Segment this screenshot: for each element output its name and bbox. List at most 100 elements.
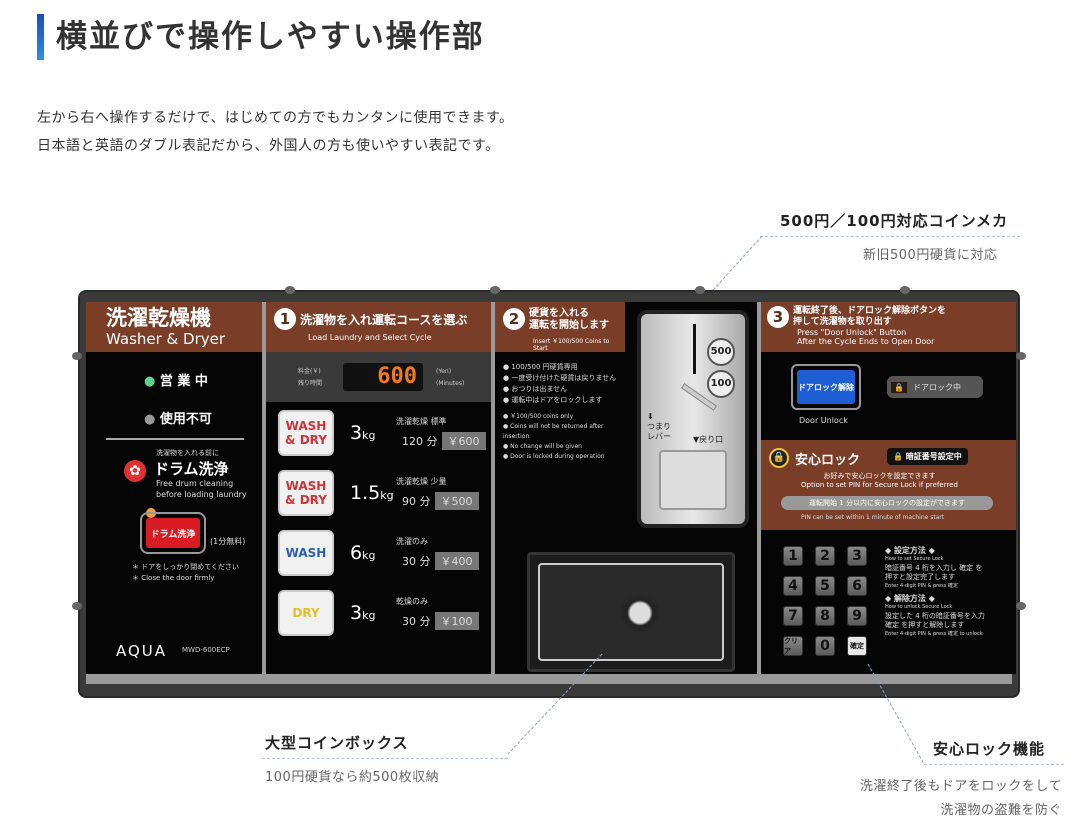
intro-text: 左から右へ操作するだけで、はじめての方でもカンタンに使用できます。 日本語と英語… — [37, 104, 514, 160]
keypad-key[interactable]: クリア — [783, 636, 803, 656]
coin-box-callout-sub: 100円硬貨なら約500枚収納 — [265, 770, 440, 785]
aqua-logo: AQUA — [116, 642, 168, 660]
brand-title-en: Washer & Dryer — [106, 330, 226, 348]
secure-lock-icon: 🔒 — [769, 448, 789, 468]
keypad-key[interactable]: 9 — [847, 606, 867, 626]
display-area: 料金(￥)残り時間 600 (Yen)(Minutes) — [266, 352, 491, 402]
callout-divider — [924, 764, 1064, 765]
keypad-key[interactable]: 8 — [815, 606, 835, 626]
course-capacity: 3kg — [350, 602, 376, 624]
drum-pre-text: 洗濯物を入れる前に — [156, 449, 219, 457]
keypad-key[interactable]: 確定 — [847, 636, 867, 656]
intro-line-1: 左から右へ操作するだけで、はじめての方でもカンタンに使用できます。 — [37, 110, 514, 126]
step2-title-2: 運転を開始します — [529, 320, 609, 331]
coin-box — [527, 552, 735, 672]
callout-divider — [760, 236, 1020, 237]
return-label: ▼戻り口 — [693, 435, 724, 444]
keypad-key[interactable]: 4 — [783, 576, 803, 596]
course-name: 洗濯乾燥 標準 — [396, 417, 447, 426]
drum-title: ドラム洗浄 — [154, 460, 229, 478]
drum-cleaning-icon: ✿ — [124, 460, 146, 482]
drum-free-note: (1分無料) — [210, 537, 246, 546]
note-jp: ● 一度受け付けた硬貨は戻りません — [503, 374, 617, 382]
keypad-key[interactable]: 1 — [783, 546, 803, 566]
course-name: 洗濯乾燥 少量 — [396, 477, 447, 486]
green-dot-icon: ● — [144, 374, 160, 389]
coin-box-lock-icon[interactable] — [620, 593, 660, 633]
step3-number-icon: 3 — [767, 306, 789, 328]
course-price: ￥500 — [434, 492, 479, 510]
course-button[interactable]: WASH & DRY — [278, 410, 334, 456]
lock-icon: 🔒 — [891, 381, 907, 393]
keypad-key[interactable]: 5 — [815, 576, 835, 596]
secure-note-pill: 運転開始 1 分以内に安心ロックの設定ができます — [781, 496, 993, 510]
keypad-key[interactable]: 3 — [847, 546, 867, 566]
callout-leader-line — [507, 653, 603, 755]
note-en: ● ￥100/500 coins only — [503, 413, 574, 420]
secure-lock-callout-title: 安心ロック機能 — [933, 740, 1046, 758]
model-number: MWD-600ECP — [182, 646, 230, 654]
course-price: ￥600 — [441, 432, 486, 450]
step1-title: 洗濯物を入れ運転コースを選ぶ — [300, 312, 468, 327]
pin-set-indicator: 🔒 暗証番号設定中 — [887, 448, 968, 465]
course-capacity: 6kg — [350, 542, 376, 564]
course-button[interactable]: DRY — [278, 590, 334, 636]
coin-mech-callout-title: 500円／100円対応コインメカ — [780, 212, 1009, 230]
door-locked-indicator: 🔒ドアロック中 — [887, 376, 983, 398]
coin-slot[interactable] — [693, 324, 696, 374]
keypad-key[interactable]: 7 — [783, 606, 803, 626]
brand-title-jp: 洗濯乾燥機 — [106, 306, 211, 330]
brand-column: 洗濯乾燥機 Washer & Dryer ● 営 業 中 ● 使用不可 洗濯物を… — [86, 302, 262, 674]
course-capacity: 3kg — [350, 422, 376, 444]
step1-subtitle: Load Laundry and Select Cycle — [308, 333, 432, 342]
course-button[interactable]: WASH — [278, 530, 334, 576]
course-button[interactable]: WASH & DRY — [278, 470, 334, 516]
course-time-price: 30 分￥400 — [402, 552, 479, 570]
coin-500-icon: 500 — [707, 338, 735, 366]
step2-subtitle: Insert ￥100/500 Coins to Start — [533, 338, 610, 352]
note-jp: ● おつりは出ません — [503, 385, 568, 393]
keypad-key[interactable]: 2 — [815, 546, 835, 566]
note-en: ● No change will be given — [503, 443, 582, 450]
door-unlock-label: Door Unlock — [799, 416, 848, 425]
step1-column: 1 洗濯物を入れ運転コースを選ぶ Load Laundry and Select … — [266, 302, 491, 674]
course-time-price: 90 分￥500 — [402, 492, 479, 510]
drum-cleaning-button[interactable]: ドラム洗浄 — [146, 518, 200, 548]
course-name: 乾燥のみ — [396, 597, 428, 606]
door-unlock-button[interactable]: ドアロック解除 — [797, 370, 855, 404]
drum-cleaning-button-frame: ドラム洗浄 — [140, 512, 206, 554]
note-en: ● Coins will not be returned after inser… — [503, 423, 604, 440]
note-jp: ● 運転中はドアをロックします — [503, 396, 603, 404]
coin-100-icon: 100 — [707, 370, 735, 398]
status-unavailable-indicator: ● 使用不可 — [144, 412, 212, 427]
page-title: 横並びで操作しやすい操作部 — [56, 19, 485, 55]
step1-number-icon: 1 — [274, 308, 296, 330]
callout-leader-line — [867, 663, 925, 765]
keypad-key[interactable]: 6 — [847, 576, 867, 596]
step2-column: 2 硬貨を入れる運転を開始します Insert ￥100/500 Coins t… — [495, 302, 757, 674]
course-capacity: 1.5kg — [350, 482, 394, 504]
price-display: 600 — [343, 363, 423, 391]
status-open-indicator: ● 営 業 中 — [144, 374, 208, 389]
step3-column: 3 運転終了後、ドアロック解除ボタンを押して洗濯物を取り出す Press "Do… — [761, 302, 1016, 674]
keypad-instructions: ◆ 設定方法 ◆ How to set Secure Lock 暗証番号 4 桁… — [885, 546, 985, 637]
secure-lock-callout-sub: 洗濯終了後もドアをロックをして洗濯物の盗難を防ぐ — [859, 779, 1062, 818]
note-jp: ● 100/500 円硬貨専用 — [503, 363, 578, 371]
course-price: ￥400 — [434, 552, 479, 570]
course-price: ￥100 — [434, 612, 479, 630]
coin-return-slot[interactable] — [659, 450, 727, 510]
step2-title-1: 硬貨を入れる — [529, 308, 589, 319]
coin-mech: 500 100 ⬇つまり レバー ▼戻り口 — [637, 310, 749, 528]
course-name: 洗濯のみ — [396, 537, 428, 546]
keypad-key[interactable]: 0 — [815, 636, 835, 656]
course-time-price: 120 分￥600 — [402, 432, 486, 450]
note-en: ● Door is locked during operation — [503, 453, 605, 460]
coin-mech-callout-sub: 新旧500円硬貨に対応 — [863, 248, 998, 263]
course-time-price: 30 分￥100 — [402, 612, 479, 630]
lever-label: ⬇つまり レバー — [647, 412, 671, 441]
intro-line-2: 日本語と英語のダブル表記だから、外国人の方も使いやすい表記です。 — [37, 138, 500, 154]
coin-notes: ● 100/500 円硬貨専用 ● 一度受け付けた硬貨は戻りません ● おつりは出ま… — [503, 362, 627, 462]
